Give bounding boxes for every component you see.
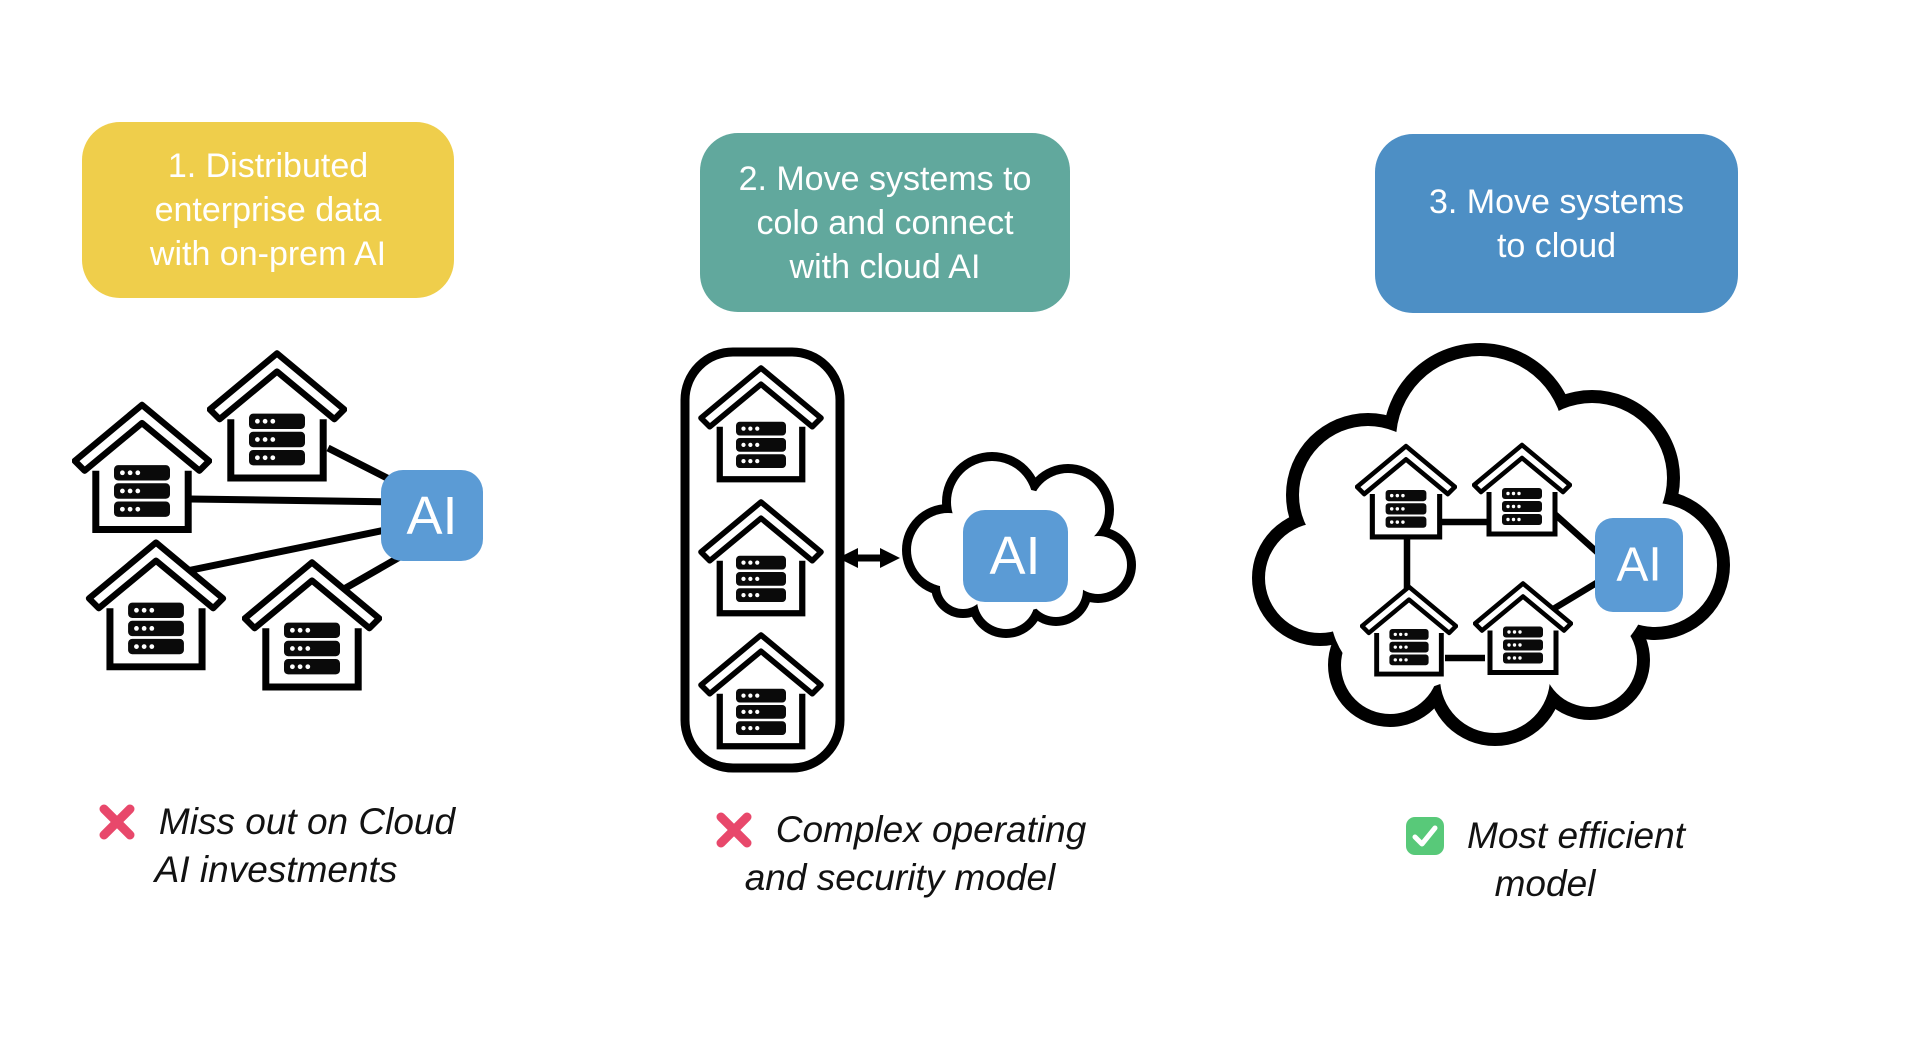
title-line: enterprise data xyxy=(154,191,382,229)
verdict-text: Miss out on Cloud xyxy=(158,801,456,842)
title-box-cloud: 3. Move systems to cloud xyxy=(1375,134,1738,313)
ai-label: AI xyxy=(406,486,457,546)
verdict-cloud: Most efficient model xyxy=(1335,812,1755,907)
house-datacenter-icon xyxy=(75,405,209,530)
title-line: with on-prem AI xyxy=(149,235,387,273)
ai-box: AI xyxy=(963,510,1068,602)
verdict-text: Most efficient xyxy=(1467,815,1685,856)
diagram-colo-cloud: AI xyxy=(680,347,1136,773)
ai-label: AI xyxy=(989,526,1040,586)
title-line: 3. Move systems xyxy=(1428,182,1685,221)
verdict-colo: Complex operating and security model xyxy=(680,806,1120,901)
ai-label: AI xyxy=(1616,539,1661,592)
title-box-colo: 2. Move systems to colo and connect with… xyxy=(700,133,1070,312)
title-line: 2. Move systems to xyxy=(738,159,1032,198)
title-line: with cloud AI xyxy=(789,247,981,286)
title-box-onprem: 1. Distributed enterprise data with on-p… xyxy=(82,122,454,298)
diagram-distributed-onprem: AI xyxy=(60,330,483,720)
cross-icon xyxy=(716,812,752,847)
title-line: to cloud xyxy=(1496,226,1617,265)
ai-box: AI xyxy=(381,470,483,561)
check-icon xyxy=(1406,816,1444,855)
house-datacenter-icon xyxy=(210,353,344,478)
verdict-onprem: Miss out on Cloud AI investments xyxy=(60,798,492,893)
bidirectional-arrow-icon xyxy=(838,548,900,568)
title-line: colo and connect xyxy=(756,203,1014,242)
verdict-text: Complex operating xyxy=(775,809,1087,850)
title-line: 1. Distributed xyxy=(167,147,369,185)
house-datacenter-icon xyxy=(89,543,223,667)
verdict-text: model xyxy=(1494,863,1596,904)
ai-box: AI xyxy=(1595,518,1683,612)
diagram-cloud: AI xyxy=(1252,343,1730,746)
verdict-text: and security model xyxy=(744,857,1056,898)
verdict-text: AI investments xyxy=(154,849,398,890)
cross-icon xyxy=(99,804,135,839)
